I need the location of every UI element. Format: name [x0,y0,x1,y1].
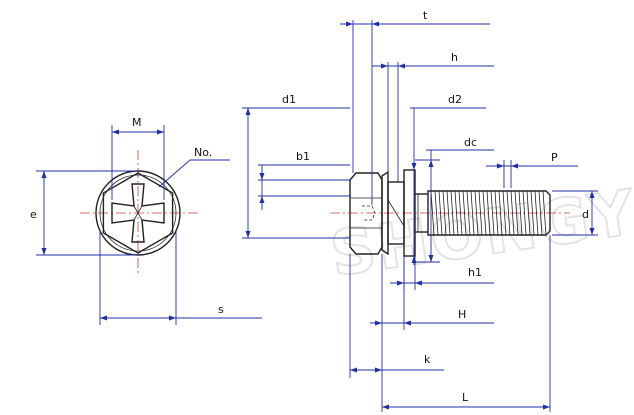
thread-crest-line [442,190,447,236]
thread-crest-line [474,190,479,236]
thread-crest-line [542,190,547,236]
label-m: M [132,116,142,129]
label-H: H [458,308,466,321]
side-view: d1 b1 t h d2 dc [242,9,598,412]
label-b1: b1 [296,150,310,163]
thread-crest-line [538,190,543,236]
label-t: t [423,9,428,22]
thread-crest-line [506,190,511,236]
d-arrow-bottom [589,228,595,235]
thread-crest-line [534,190,539,236]
dc-arrow-top [428,160,434,167]
label-L: L [462,391,469,404]
thread-crest-line [466,190,471,236]
hex-head-outline [102,172,174,254]
thread-crest-line [450,190,455,236]
thread-crest-line [494,190,499,236]
d1-arrow-bottom [245,231,251,238]
k-arrow-right [375,367,382,373]
k-arrow-left [350,367,357,373]
flat-washer [403,169,416,257]
front-view: M No. e s [30,116,262,325]
thread-crest-line [454,190,459,236]
d2-arrow-top [411,163,417,170]
label-d: d [582,208,589,221]
h-arrow-right [398,63,405,69]
thread-crest-line [490,190,495,236]
m-arrow-right [157,129,164,135]
label-d1: d1 [282,93,296,106]
thread-crest-line [530,190,535,236]
thread-crest-line [478,190,483,236]
H-arrow-left [375,320,382,326]
recess-cross-lines [133,205,143,221]
head-chamfer-circle [99,174,177,252]
thread-crest-line [486,190,491,236]
label-p: P [551,151,558,164]
thread-crest-line [438,190,443,236]
label-h: h [451,51,458,64]
thread-crest-line [458,190,463,236]
h1-arrow-left [397,280,404,286]
label-dc: dc [464,136,477,149]
label-k: k [424,353,431,366]
recess-depth-hidden [362,205,376,221]
h1-arrow-right [415,280,422,286]
s-arrow-left [100,315,107,321]
thread-crest-line [482,190,487,236]
no-leader-line [158,159,191,188]
H-arrow-right [404,320,411,326]
d-arrow-top [589,191,595,198]
b1-arrow-bottom [259,196,265,203]
head-flange [381,170,389,256]
s-arrow-right [169,315,176,321]
label-e: e [30,208,37,221]
dc-arrow-bottom [428,255,434,262]
thread-crest-line [434,190,439,236]
thread-crest-line [430,190,435,236]
thread-crest-line [518,190,523,236]
e-arrow-bottom [41,248,47,255]
p-arrow-right [511,163,518,169]
label-d2: d2 [448,93,462,106]
t-arrow-right [372,21,379,27]
p-arrow-left [497,163,504,169]
L-arrow-left [382,404,389,410]
thread-crest-line [522,190,527,236]
thread-crest-line [446,190,451,236]
label-h1: h1 [468,266,482,279]
h-arrow-left [381,63,388,69]
thread-lines [430,190,547,236]
thread-crest-line [514,190,519,236]
d1-arrow-top [245,108,251,115]
label-no: No. [194,146,212,159]
t-arrow-left [346,21,353,27]
washer-split-line [387,199,405,227]
thread-body-outline [427,190,551,236]
b1-arrow-top [259,173,265,180]
L-arrow-right [543,404,550,410]
thread-crest-line [526,190,531,236]
thread-crest-line [462,190,467,236]
thread-crest-line [510,190,515,236]
thread-crest-line [502,190,507,236]
m-arrow-left [112,129,119,135]
e-arrow-top [41,171,47,178]
thread-crest-line [498,190,503,236]
label-s: s [218,303,224,316]
thread-crest-line [470,190,475,236]
